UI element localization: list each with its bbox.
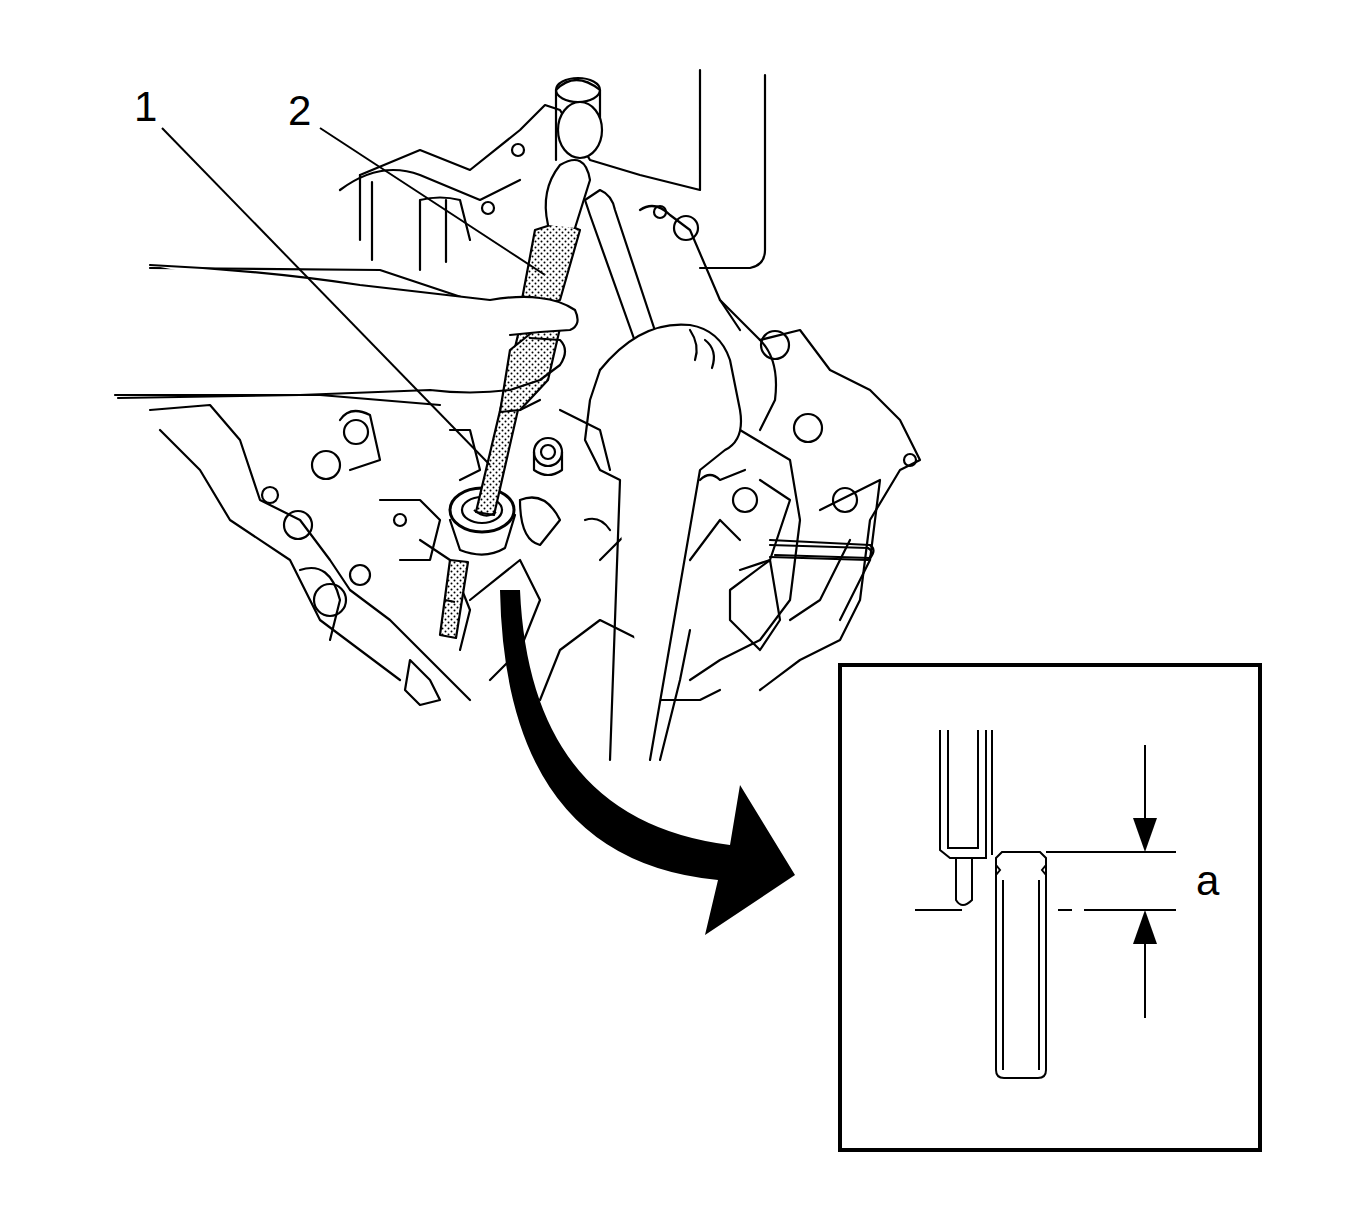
dimension-label: a xyxy=(1196,860,1219,902)
detail-valve-guide xyxy=(915,730,1176,1078)
leader-lines xyxy=(162,128,545,465)
hammer-and-hands xyxy=(118,102,741,760)
dimension-arrowhead xyxy=(1133,910,1157,944)
detail-frame xyxy=(840,665,1260,1150)
detail-arrow xyxy=(500,590,795,935)
callout-number: 2 xyxy=(288,90,311,132)
callout-number: 1 xyxy=(134,86,157,128)
dimension-arrowhead xyxy=(1133,818,1157,852)
